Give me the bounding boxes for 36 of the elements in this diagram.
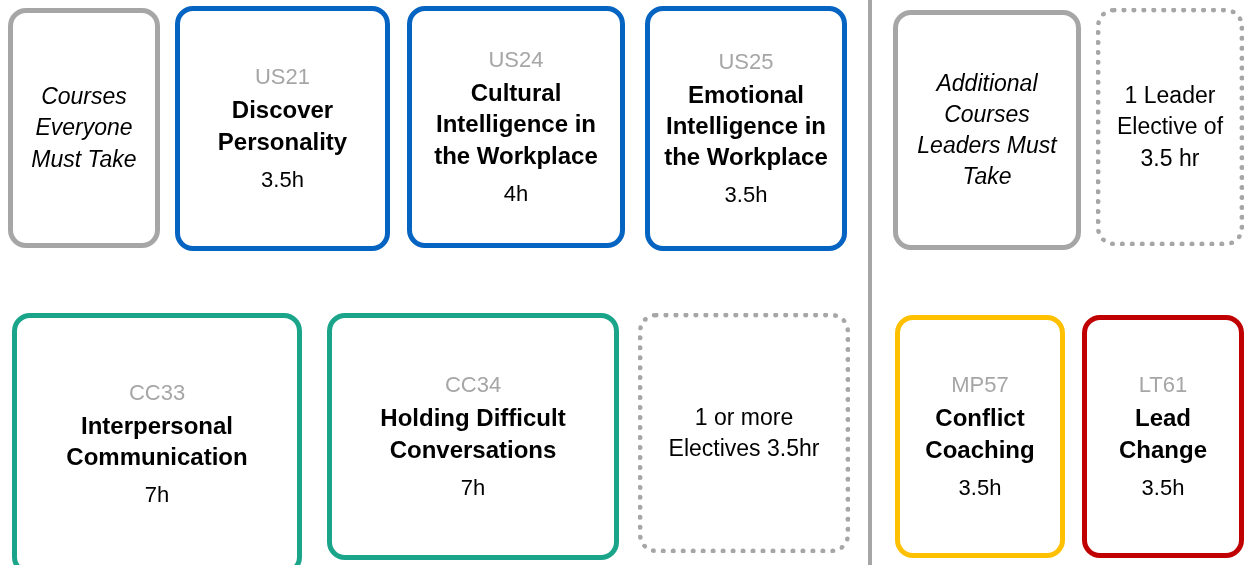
category-heading: Additional Courses Leaders Must Take — [916, 68, 1059, 192]
course-code: US21 — [254, 64, 310, 91]
course-code: CC33 — [128, 379, 186, 406]
course-box — [895, 315, 1065, 558]
course-box — [893, 10, 1081, 250]
course-title: Emotional Intelligence in the Workplace — [663, 79, 829, 173]
elective-note: 1 or more Electives 3.5hr — [667, 402, 821, 463]
course-box — [645, 6, 847, 251]
course-title: Lead Change — [1118, 403, 1208, 465]
course-duration: 4h — [503, 180, 529, 207]
course-duration: 7h — [460, 474, 486, 501]
course-code: MP57 — [951, 372, 1009, 399]
category-heading: Courses Everyone Must Take — [30, 82, 138, 174]
course-title: Interpersonal Communication — [65, 410, 249, 472]
course-duration: 3.5h — [261, 166, 304, 193]
course-box — [327, 313, 619, 560]
course-code: US24 — [488, 47, 544, 74]
course-box — [407, 6, 625, 248]
placeholder-box — [1096, 8, 1244, 246]
course-duration: 3.5h — [1141, 474, 1185, 501]
elective-note: 1 Leader Elective of 3.5 hr — [1115, 81, 1225, 173]
course-title: Discover Personality — [216, 95, 349, 157]
course-duration: 7h — [144, 482, 170, 509]
course-code: CC34 — [444, 372, 502, 399]
course-code: US25 — [718, 48, 774, 75]
course-box — [1082, 315, 1244, 558]
course-duration: 3.5h — [724, 182, 768, 209]
course-title: Cultural Intelligence in the Workplace — [433, 78, 599, 171]
course-box — [175, 6, 390, 251]
course-code: LT61 — [1138, 372, 1188, 399]
course-title: Holding Difficult Conversations — [379, 403, 567, 465]
placeholder-box — [638, 313, 850, 553]
course-box — [12, 313, 302, 565]
course-box — [8, 8, 160, 248]
course-title: Conflict Coaching — [924, 403, 1036, 465]
course-duration: 3.5h — [958, 474, 1002, 501]
